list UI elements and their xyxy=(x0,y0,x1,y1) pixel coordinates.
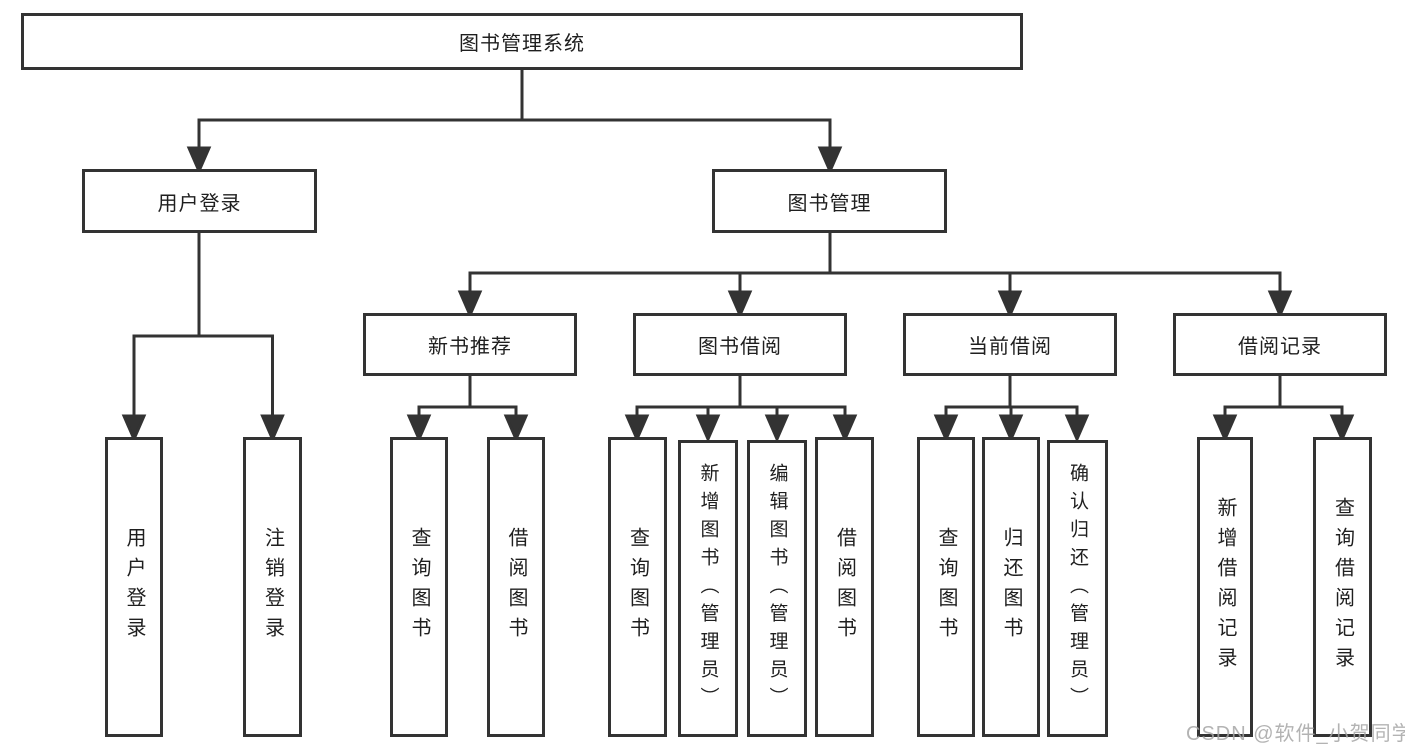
node-user-login: 用户登录 xyxy=(82,169,317,233)
node-borrow-record-label: 借阅记录 xyxy=(1238,336,1322,358)
leaf-current-query-books: 查询图书 xyxy=(917,437,975,737)
leaf-borrow-borrow-books-label: 借阅图书 xyxy=(833,527,856,647)
leaf-return-books-label: 归还图书 xyxy=(1000,527,1022,647)
leaf-borrow-borrow-books: 借阅图书 xyxy=(815,437,874,737)
node-current-borrow: 当前借阅 xyxy=(903,313,1117,376)
node-new-book-rec-label: 新书推荐 xyxy=(428,336,512,358)
node-current-borrow-label: 当前借阅 xyxy=(968,336,1052,358)
leaf-newrec-query-books-label: 查询图书 xyxy=(408,527,430,647)
node-new-book-rec: 新书推荐 xyxy=(363,313,577,376)
leaf-logout-label: 注销登录 xyxy=(261,527,284,647)
leaf-borrow-query-books-label: 查询图书 xyxy=(626,527,649,647)
leaf-query-borrow-record: 查询借阅记录 xyxy=(1313,437,1372,737)
leaf-newrec-borrow-books-label: 借阅图书 xyxy=(505,527,527,647)
csdn-watermark: CSDN @软件_小贺同学 xyxy=(1186,723,1405,745)
leaf-query-borrow-record-label: 查询借阅记录 xyxy=(1331,497,1354,677)
node-root-system: 图书管理系统 xyxy=(21,13,1023,70)
leaf-edit-book-admin: 编辑图书（管理员） xyxy=(747,440,807,737)
connector-new-rec-to-leaves xyxy=(406,376,529,443)
leaf-add-book-admin-label: 新增图书（管理员） xyxy=(697,462,719,715)
node-book-mgmt: 图书管理 xyxy=(712,169,947,233)
leaf-edit-book-admin-label: 编辑图书（管理员） xyxy=(766,462,788,715)
leaf-newrec-query-books: 查询图书 xyxy=(390,437,448,737)
node-borrow-record: 借阅记录 xyxy=(1173,313,1387,376)
node-root-label: 图书管理系统 xyxy=(459,33,585,55)
leaf-confirm-return-admin-label: 确认归还（管理员） xyxy=(1067,462,1088,715)
leaf-return-books: 归还图书 xyxy=(982,437,1040,737)
connector-book-borrow-to-leaves xyxy=(624,376,858,443)
leaf-confirm-return-admin: 确认归还（管理员） xyxy=(1047,440,1108,737)
connector-borrow-record-to-leaves xyxy=(1212,376,1355,443)
node-book-borrow: 图书借阅 xyxy=(633,313,847,376)
node-book-mgmt-label: 图书管理 xyxy=(787,192,872,215)
connector-book-mgmt-to-level3 xyxy=(457,233,1293,319)
leaf-add-borrow-record: 新增借阅记录 xyxy=(1197,437,1253,737)
leaf-add-borrow-record-label: 新增借阅记录 xyxy=(1214,497,1236,677)
leaf-borrow-query-books: 查询图书 xyxy=(608,437,667,737)
connector-current-borrow-to-leaves xyxy=(933,376,1090,443)
connector-root-to-level2 xyxy=(186,70,843,175)
connector-user-login-to-leaves xyxy=(121,233,285,443)
leaf-newrec-borrow-books: 借阅图书 xyxy=(487,437,545,737)
leaf-add-book-admin: 新增图书（管理员） xyxy=(678,440,738,737)
leaf-user-login-label: 用户登录 xyxy=(123,527,145,647)
leaf-user-login: 用户登录 xyxy=(105,437,163,737)
node-book-borrow-label: 图书借阅 xyxy=(698,336,782,358)
leaf-logout: 注销登录 xyxy=(243,437,302,737)
leaf-current-query-books-label: 查询图书 xyxy=(935,527,957,647)
node-user-login-label: 用户登录 xyxy=(157,192,242,215)
